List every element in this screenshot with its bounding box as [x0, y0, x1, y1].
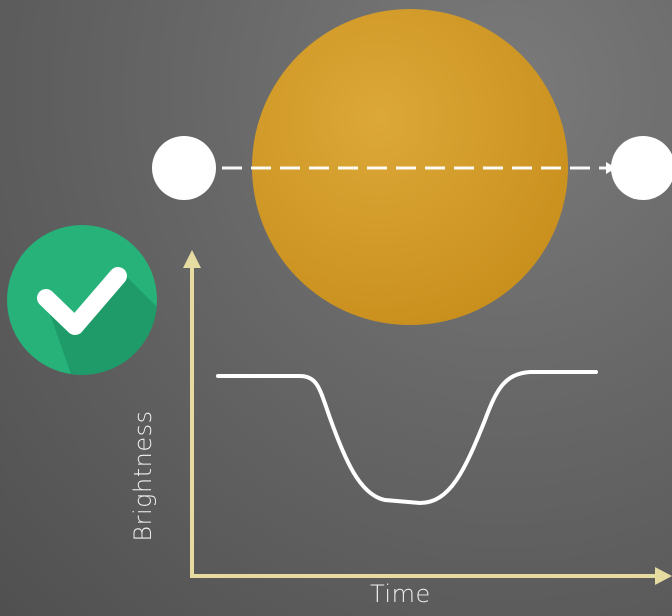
x-axis-label: Time	[370, 580, 431, 608]
y-axis-arrowhead-icon	[183, 250, 201, 268]
planet-start	[152, 136, 216, 200]
planet-end	[611, 136, 672, 200]
checkmark-badge	[7, 225, 157, 375]
light-curve	[216, 370, 598, 505]
checkmark-icon	[37, 267, 127, 335]
y-axis-label: Brightness	[129, 410, 157, 542]
x-axis-arrowhead-icon	[655, 567, 672, 585]
chart-axes	[190, 262, 660, 578]
